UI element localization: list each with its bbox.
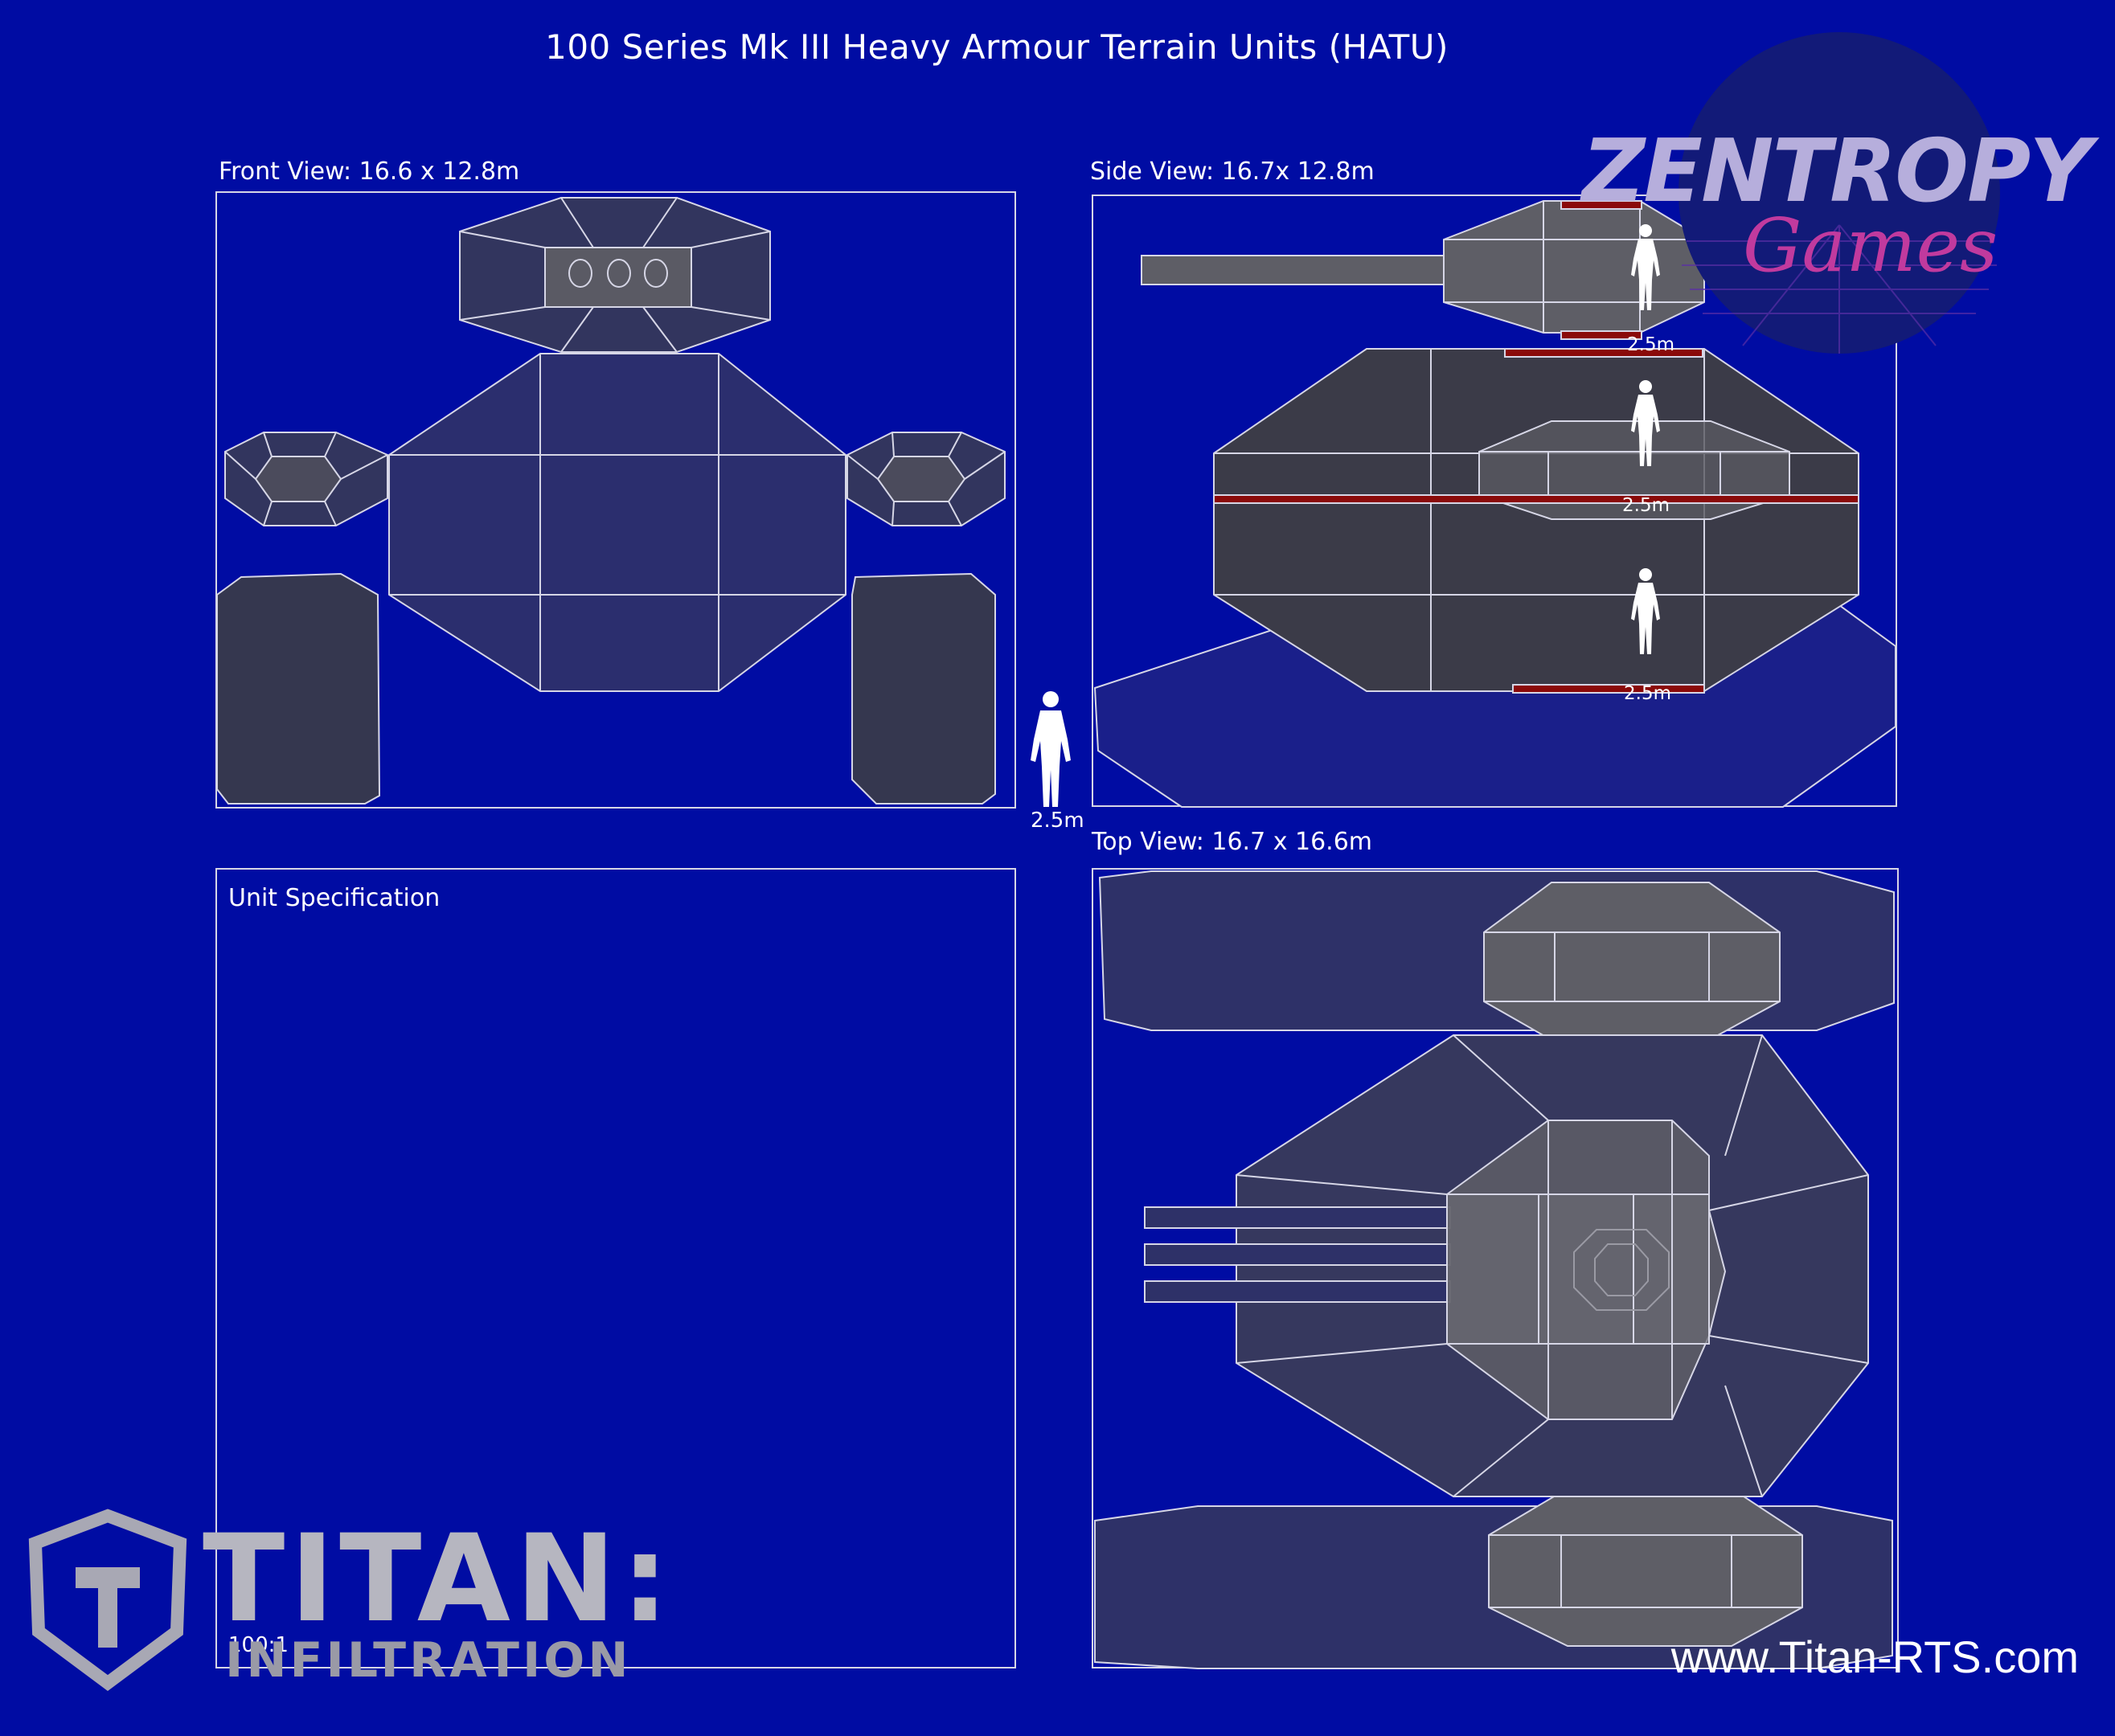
- website-url[interactable]: www.Titan-RTS.com: [1670, 1632, 2079, 1682]
- logo-title: TITAN:: [203, 1509, 674, 1649]
- unit-specification-label: Unit Specification: [228, 884, 441, 912]
- unit-specification-panel: Unit Specification 100:1: [215, 868, 1016, 1668]
- zentropy-games-script: Games: [1743, 203, 1998, 289]
- page-title: 100 Series Mk III Heavy Armour Terrain U…: [545, 27, 1449, 67]
- side-dim-label-top: 2.5m: [1627, 334, 1674, 355]
- side-view-panel: 2.5m 2.5m 2.5m: [1092, 194, 1897, 808]
- top-view-drawing: [1094, 870, 1895, 1669]
- front-view-label: Front View: 16.6 x 12.8m: [219, 158, 520, 186]
- side-view-drawing: [1093, 200, 1896, 808]
- side-dim-label-bottom: 2.5m: [1624, 683, 1671, 704]
- front-view-drawing: [216, 197, 1006, 805]
- top-view-panel: [1092, 868, 1899, 1669]
- front-view-panel: [215, 191, 1016, 809]
- side-dim-label-mid: 2.5m: [1622, 495, 1670, 516]
- side-view-label: Side View: 16.7x 12.8m: [1090, 158, 1375, 186]
- human-scale-label: 2.5m: [1031, 809, 1084, 833]
- titan-shield-icon: [28, 1509, 187, 1691]
- zentropy-wordmark: ZENTROPY: [1582, 121, 2092, 222]
- titan-infiltration-logo: TITAN: INFILTRATION: [27, 1509, 669, 1696]
- human-scale-figure: [1031, 691, 1071, 807]
- top-view-label: Top View: 16.7 x 16.6m: [1092, 828, 1372, 856]
- zentropy-games-logo: ZENTROPY Games: [1582, 24, 2092, 362]
- scale-ratio-label: 100:1: [228, 1633, 289, 1657]
- logo-subtitle: INFILTRATION: [225, 1632, 632, 1689]
- zentropy-backdrop-icon: [1678, 32, 2000, 354]
